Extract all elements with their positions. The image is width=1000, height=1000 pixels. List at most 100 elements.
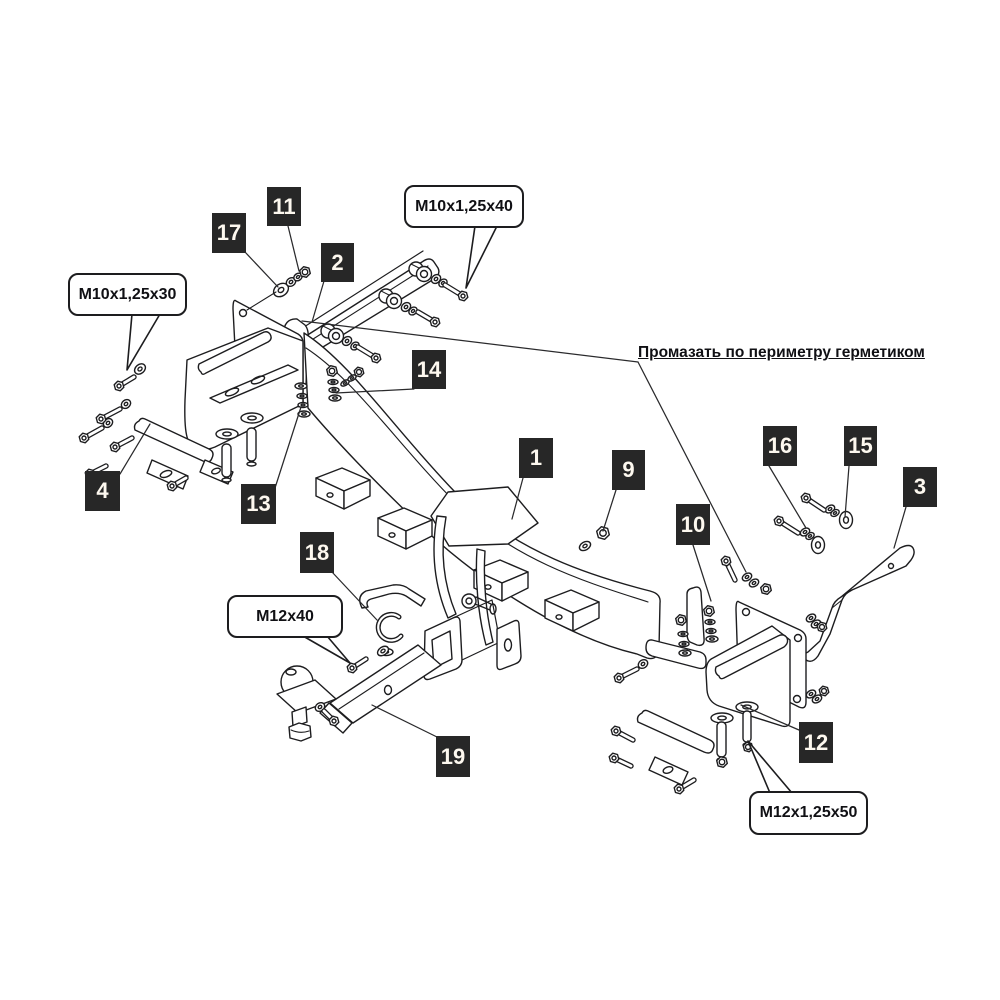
washer (215, 428, 239, 440)
nut (353, 366, 365, 378)
part-label-17: 17 (212, 213, 246, 253)
leader-line-11 (287, 225, 300, 272)
nut (596, 526, 610, 540)
bushing (378, 288, 403, 310)
part-label-11: 11 (267, 187, 301, 226)
washer (678, 640, 690, 648)
leader-line-15 (844, 465, 850, 518)
part-label-16: 16 (763, 426, 797, 466)
washer (297, 401, 309, 409)
left-side-bracket (184, 327, 304, 451)
nut (816, 621, 828, 633)
bolt (415, 309, 441, 328)
spacer-block (544, 589, 600, 632)
part-label-19: 19 (436, 736, 470, 777)
right-mounting-bracket (705, 600, 807, 728)
washer (805, 689, 817, 699)
leader-line-18 (331, 571, 378, 621)
side-flag-plate (496, 619, 522, 671)
bolt (113, 374, 137, 392)
washer (400, 301, 412, 313)
bushing (408, 261, 433, 283)
washer (294, 382, 308, 390)
bolt (608, 752, 634, 769)
spacer-block (377, 507, 433, 550)
washer (810, 535, 826, 555)
washer (678, 649, 692, 657)
bolt (613, 666, 640, 684)
washer (285, 276, 297, 288)
nut (675, 614, 687, 626)
washer (830, 508, 840, 518)
sealant-note-leader (637, 361, 747, 573)
bolt (78, 425, 105, 444)
bolt (442, 282, 469, 302)
assembly-axis-line (246, 291, 277, 311)
washer (296, 392, 308, 400)
stud (221, 443, 232, 483)
bolt (166, 475, 189, 492)
safety-hook-part-18 (359, 584, 426, 657)
callout-pointer (747, 740, 793, 794)
washer (805, 613, 817, 623)
leader-line-17 (244, 251, 279, 288)
sealant-note-leader (301, 320, 639, 363)
nut (716, 756, 728, 768)
nut (818, 685, 830, 697)
bolt (720, 555, 738, 583)
washer (811, 694, 823, 704)
washer (705, 627, 717, 635)
bushing (320, 323, 345, 345)
washer (838, 510, 854, 530)
leader-line-19 (371, 704, 438, 738)
washer (376, 645, 390, 657)
bolt (773, 515, 801, 536)
callout-pointer (465, 225, 498, 289)
bolt (800, 492, 827, 513)
washer (297, 410, 311, 418)
nut (760, 583, 772, 595)
washer (677, 630, 689, 638)
part-label-18: 18 (300, 532, 334, 573)
leader-line-10 (692, 544, 712, 602)
leader-line-9 (602, 489, 617, 532)
part-label-2: 2 (321, 243, 354, 282)
leader-line-12 (740, 704, 800, 731)
part-label-9: 9 (612, 450, 645, 490)
part-label-14: 14 (412, 350, 446, 389)
spacer-blocks (315, 467, 600, 632)
washer (240, 412, 264, 424)
spacer-block (315, 467, 371, 510)
gusset-plate (430, 486, 539, 547)
bolt (346, 656, 369, 674)
washer (578, 540, 592, 552)
stud (716, 721, 727, 763)
washer (805, 531, 815, 541)
beam-end-flange (645, 586, 707, 670)
stud (246, 427, 257, 467)
washer (741, 572, 753, 582)
bolt (321, 708, 340, 727)
right-side-plate-part-3 (803, 544, 915, 663)
bolt (109, 435, 135, 453)
bolt-size-callout: M10x1,25x40 (404, 185, 524, 228)
washer (704, 618, 716, 626)
part-label-3: 3 (903, 467, 937, 507)
nut (326, 365, 338, 377)
washer (637, 658, 649, 670)
ball-mount-part-19 (276, 644, 442, 742)
sealant-note: Промазать по периметру герметиком (638, 344, 925, 361)
leader-line-4 (119, 423, 151, 475)
bolt-size-callout: M12x1,25x50 (749, 791, 868, 835)
bolt (610, 725, 636, 743)
bolt-size-callout: M12x40 (227, 595, 343, 638)
diagram-artwork (78, 225, 915, 795)
part-label-13: 13 (241, 484, 276, 524)
washer (430, 273, 442, 285)
leader-line-16 (768, 465, 807, 529)
washer (327, 378, 339, 386)
part-label-15: 15 (844, 426, 877, 466)
nut (299, 266, 311, 278)
